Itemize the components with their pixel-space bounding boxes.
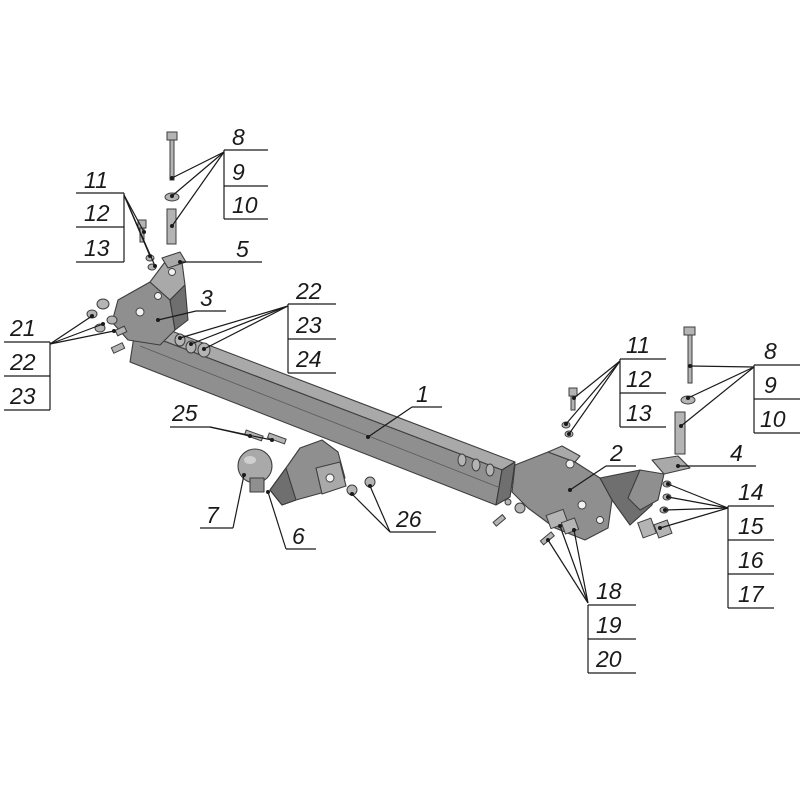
callout-18: 18 [596,578,622,604]
callout-1: 1 [416,381,429,407]
right-beam-nuts [457,453,495,477]
callout-8-left: 8 [232,124,245,150]
callout-26: 26 [395,506,422,532]
callout-16: 16 [738,547,764,573]
ball-bolts [243,429,287,445]
callout-23-mid: 23 [295,312,322,338]
callout-6: 6 [292,523,305,549]
right-side-bolt [561,387,578,438]
callout-3: 3 [200,285,213,311]
callout-7: 7 [206,502,220,528]
ball-mount [269,439,347,506]
parts-drawing [86,131,696,546]
callout-24: 24 [295,346,322,372]
callout-13-left: 13 [84,235,110,261]
callout-9-right: 9 [764,372,777,398]
callout-4: 4 [730,440,743,466]
callout-25: 25 [171,400,198,426]
callout-13-right: 13 [626,400,652,426]
callout-15: 15 [738,513,764,539]
callout-11-right: 11 [626,332,650,358]
right-top-bolt-stack [674,326,696,455]
callout-9-left: 9 [232,159,245,185]
callout-11-left: 11 [84,167,108,193]
callout-22-left: 22 [9,349,36,375]
callout-21: 21 [9,315,36,341]
callout-8-right: 8 [764,338,777,364]
callout-labels: 1 2 3 4 5 6 7 8 9 10 11 12 13 21 22 23 2… [9,124,786,672]
left-fasteners [86,298,128,354]
callout-22-mid: 22 [295,278,322,304]
callout-17: 17 [738,581,765,607]
callout-23-left: 23 [9,383,36,409]
callout-10-left: 10 [232,192,258,218]
callout-2: 2 [609,440,623,466]
callout-5: 5 [236,236,249,262]
leader-lines [4,149,800,674]
callout-12-right: 12 [626,366,652,392]
left-bracket [111,261,189,346]
callout-10-right: 10 [760,406,786,432]
callout-14: 14 [738,479,764,505]
callout-20: 20 [595,646,622,672]
callout-19: 19 [596,612,622,638]
callout-12-left: 12 [84,200,110,226]
tow-ball [237,448,273,493]
right-upper-plate [627,455,691,511]
